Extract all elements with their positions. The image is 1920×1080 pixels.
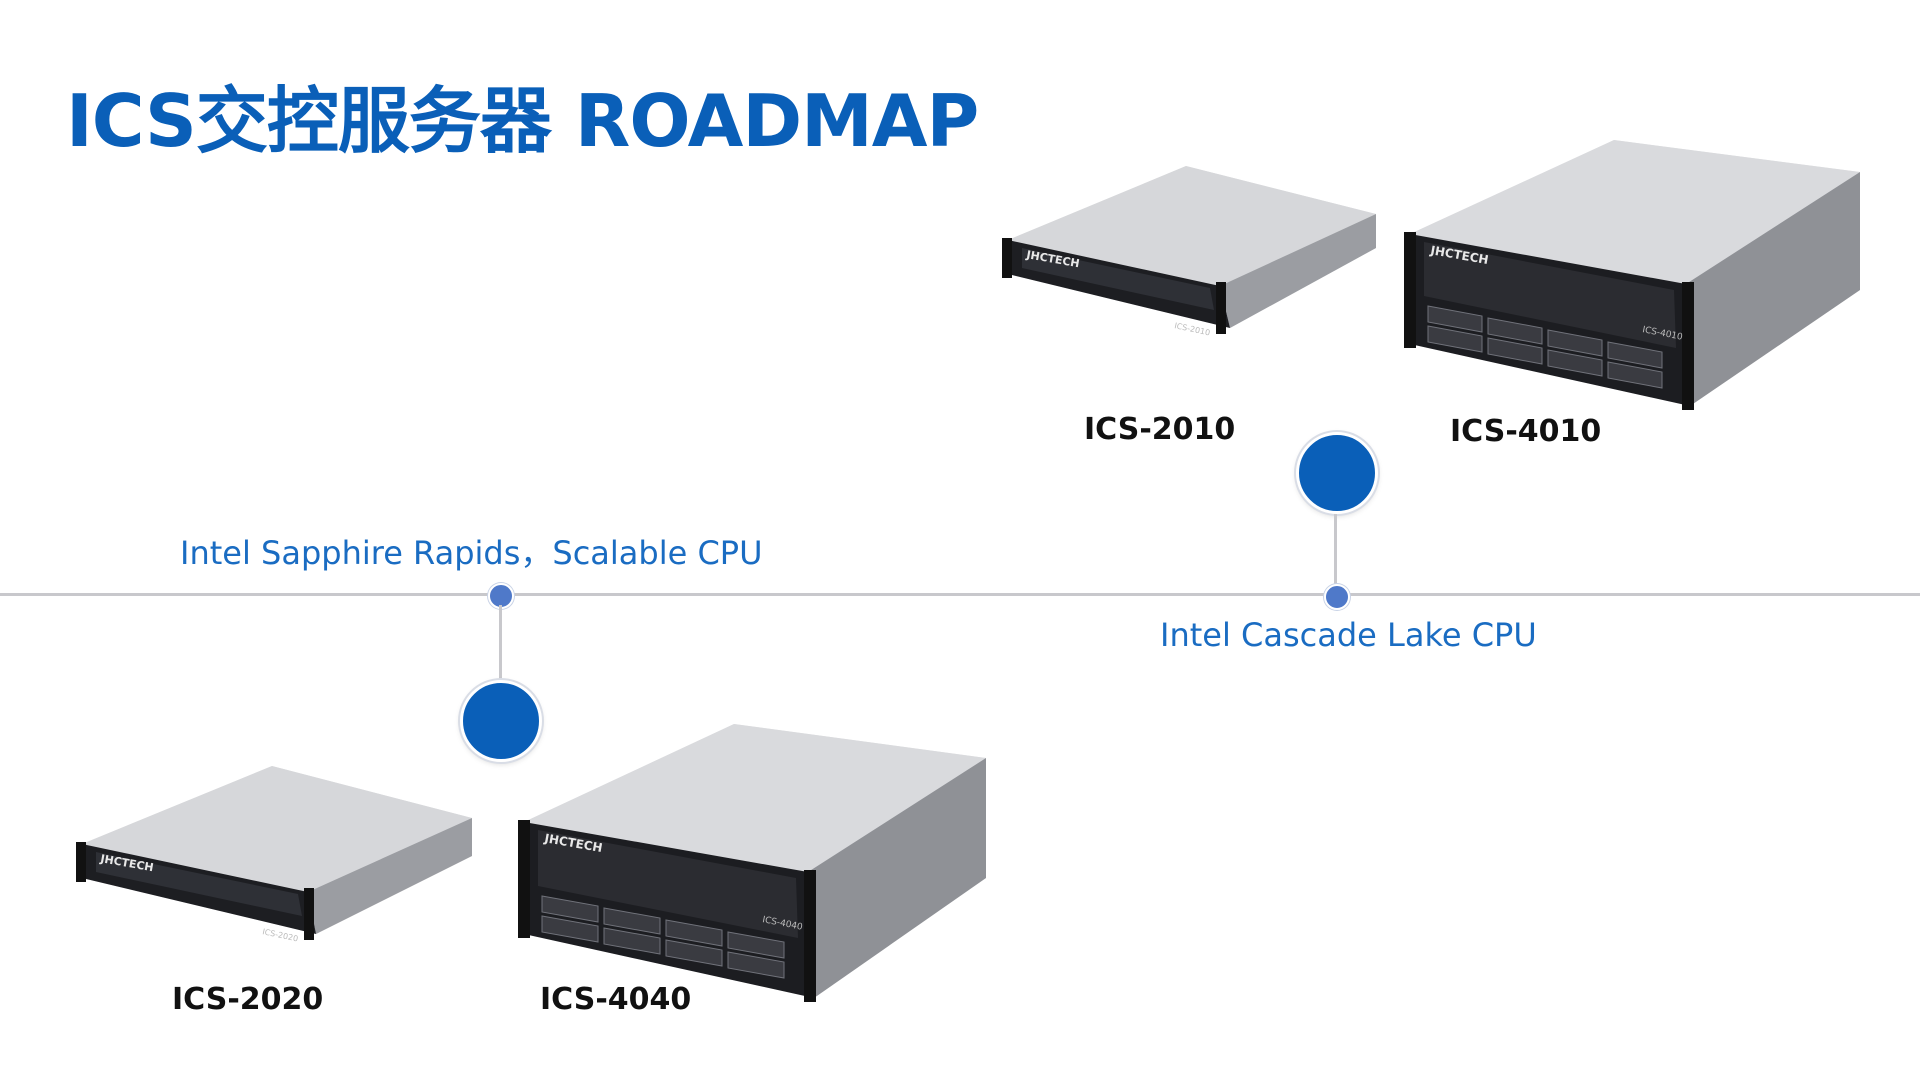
product-label-ics-2020: ICS-2020 (172, 982, 324, 1017)
server-model-label: ICS-2020 (262, 927, 299, 943)
cpu-label-sapphire: Intel Sapphire Rapids，Scalable CPU (180, 534, 763, 572)
timeline-line (0, 593, 1920, 596)
server-image-ics-2010: JHCTECH ICS-2010 (1000, 162, 1380, 358)
slide-title: ICS交控服务器 ROADMAP (66, 79, 979, 163)
timeline-stem-cascade (1334, 514, 1337, 586)
server-image-ics-4010: JHCTECH ICS-4010 (1404, 136, 1864, 412)
product-label-ics-4010: ICS-4010 (1450, 414, 1602, 449)
server-model-label: ICS-2010 (1174, 321, 1211, 337)
timeline-stem-sapphire (499, 605, 502, 680)
cpu-label-cascade: Intel Cascade Lake CPU (1160, 616, 1537, 654)
server-image-ics-4040: JHCTECH ICS-4040 (518, 720, 990, 1004)
milestone-marker-sapphire (460, 680, 542, 762)
server-image-ics-2020: JHCTECH ICS-2020 (76, 762, 476, 964)
timeline-dot-cascade (1324, 584, 1350, 610)
product-label-ics-2010: ICS-2010 (1084, 412, 1236, 447)
milestone-marker-cascade (1296, 432, 1378, 514)
product-label-ics-4040: ICS-4040 (540, 982, 692, 1017)
